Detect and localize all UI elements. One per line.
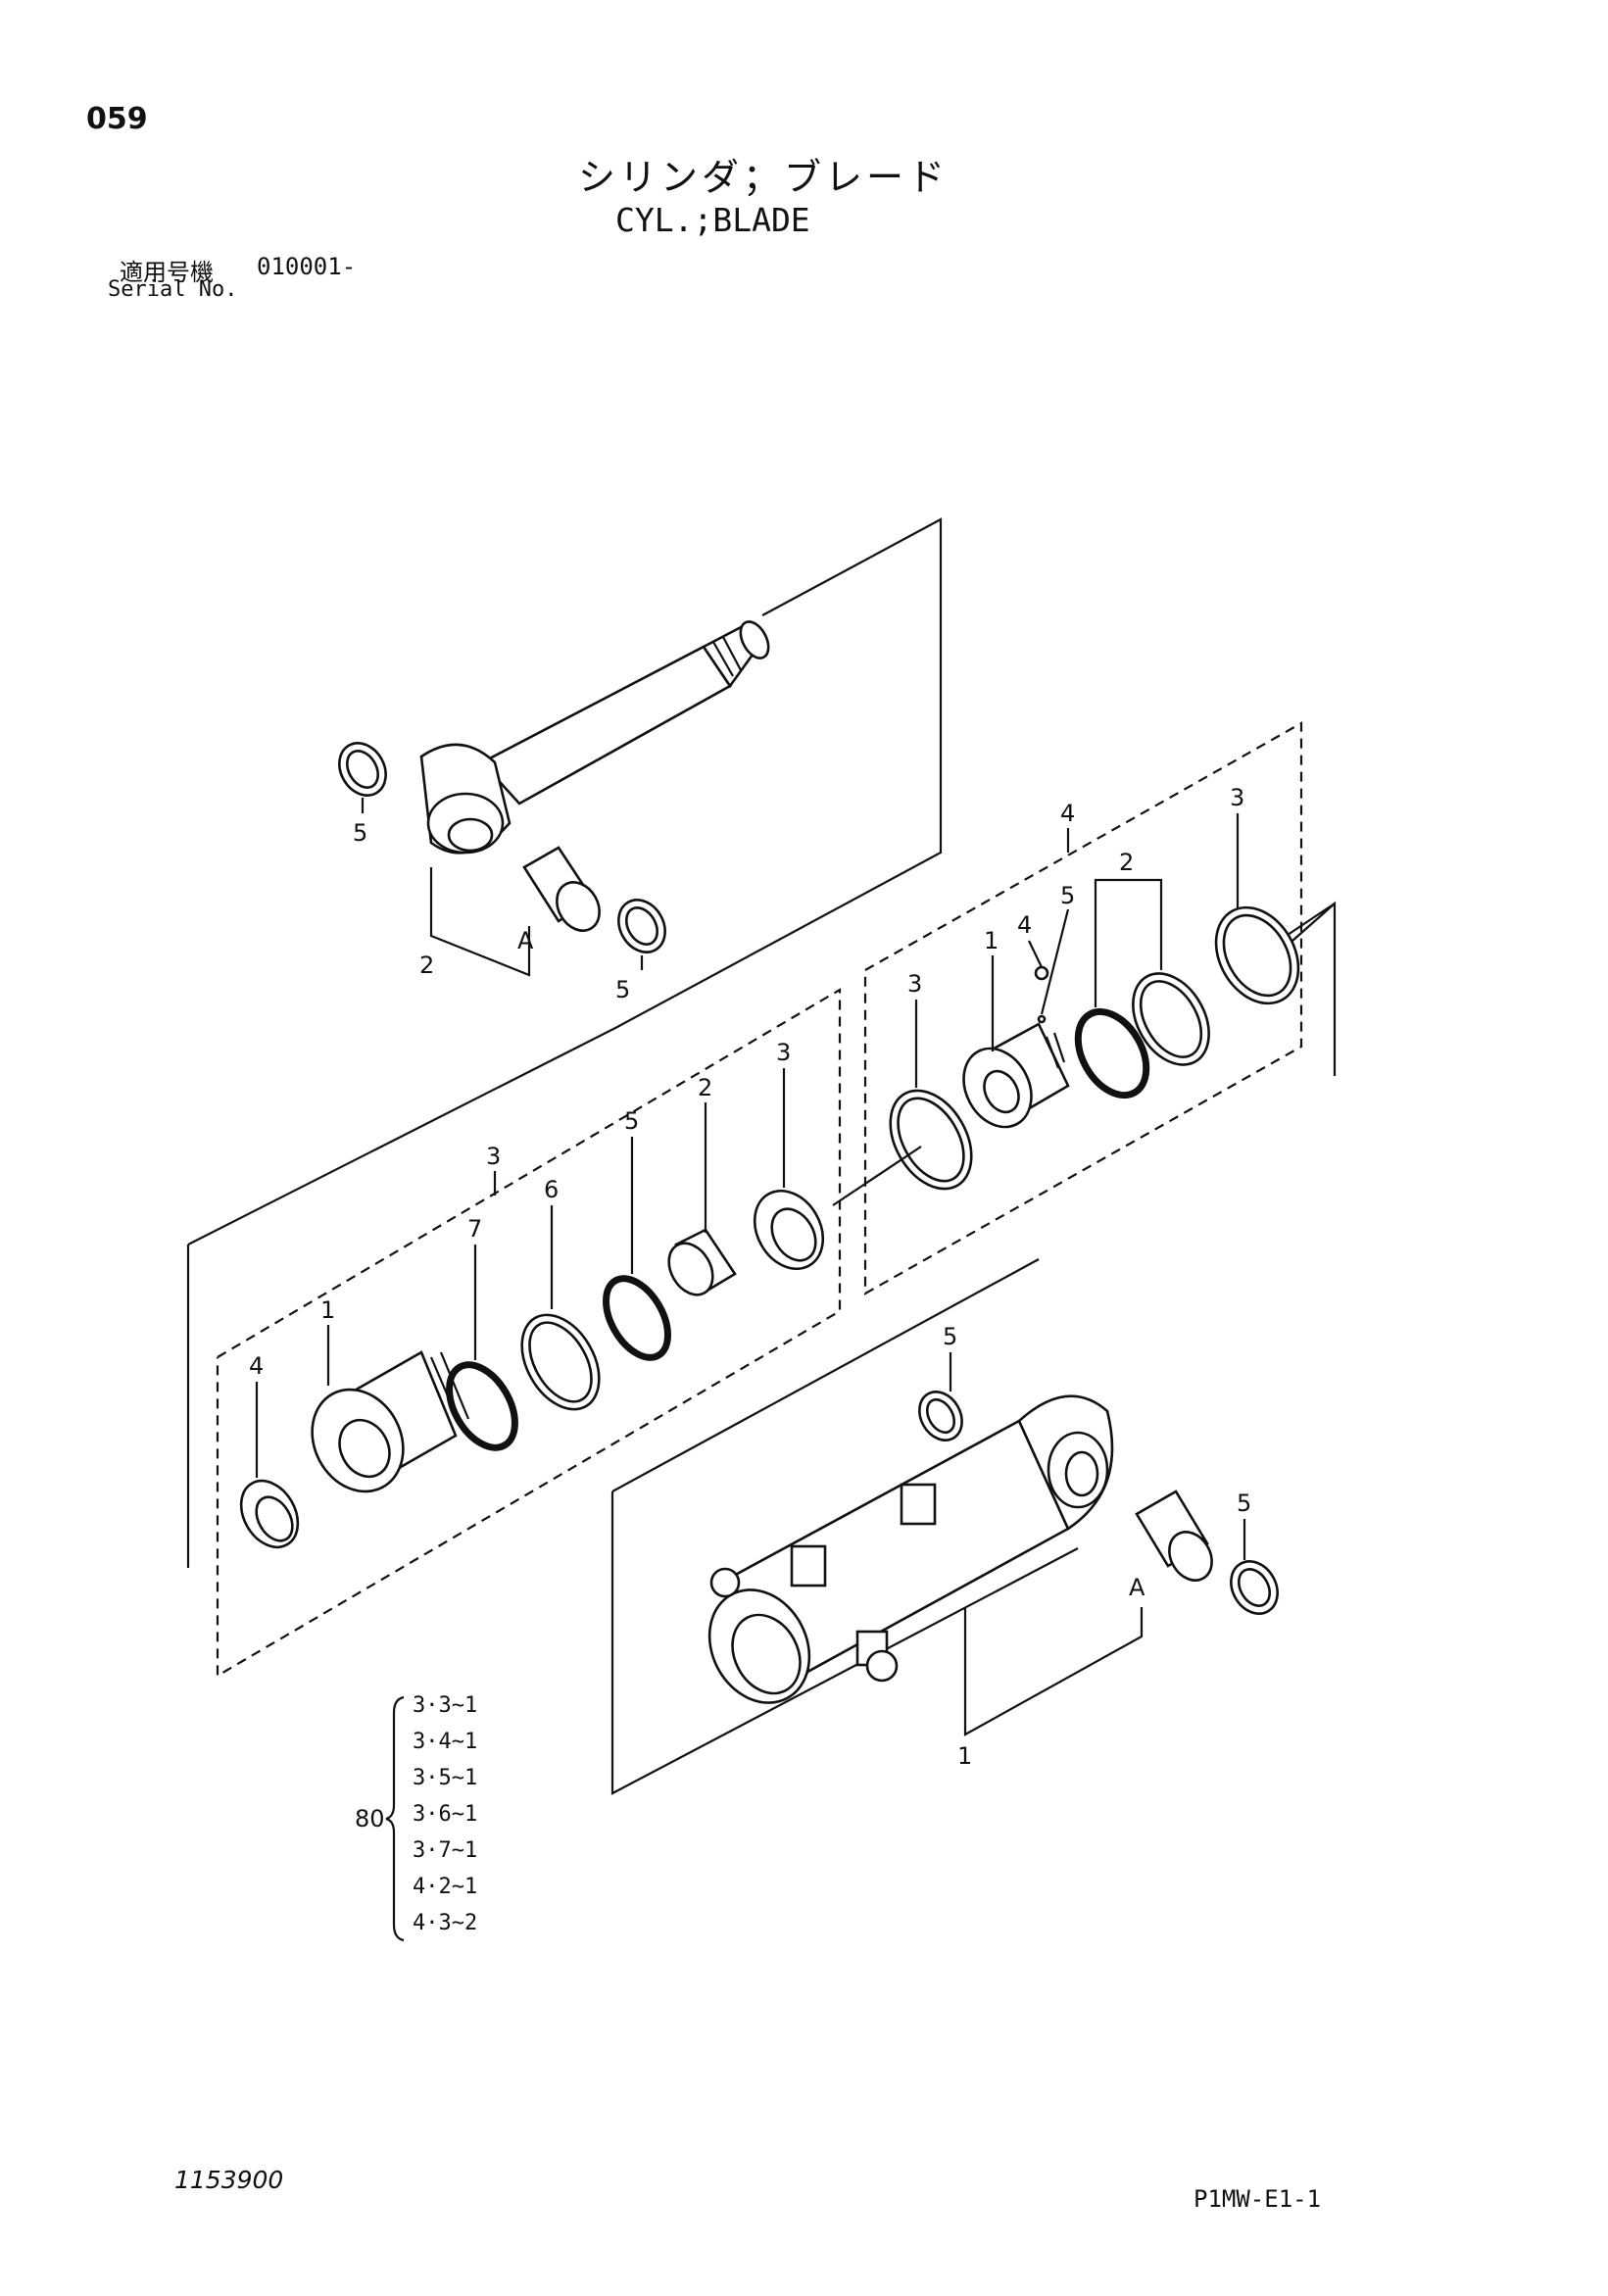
tube-bushing-end xyxy=(1168,1531,1213,1582)
sheet-code: P1MW-E1-1 xyxy=(1194,2185,1322,2213)
piston-small-nut xyxy=(1034,965,1049,981)
seal-kit-item: 4·2~1 xyxy=(413,1875,478,1899)
dust-seal xyxy=(239,1479,300,1549)
piston-wear-ring-right-inner xyxy=(1222,913,1292,998)
seal-kit-item: 3·4~1 xyxy=(413,1730,478,1754)
seal-kit-item: 4·3~2 xyxy=(413,1911,478,1935)
tube-seal-ring-right-inner xyxy=(1237,1568,1272,1607)
cylinder-head-body xyxy=(311,1350,470,1493)
seal-kit-item: 3·7~1 xyxy=(413,1838,478,1863)
head-oring-small xyxy=(446,1361,518,1451)
head-to-piston-link xyxy=(832,1146,922,1206)
tube-assembly-frame xyxy=(610,1258,1079,1795)
callout-rod-ring-left: 5 xyxy=(353,819,367,847)
seal-kit-item: 3·6~1 xyxy=(413,1802,478,1827)
head-oring xyxy=(603,1275,671,1361)
callout-tube-ring-right: 5 xyxy=(1237,1490,1251,1517)
callout-tube-ring-top: 5 xyxy=(943,1323,957,1350)
callout-piston-small: 4 xyxy=(1017,911,1032,939)
callout-head-oring: 5 xyxy=(624,1107,639,1135)
callout-piston-seal-pair: 2 xyxy=(1119,849,1134,876)
piston-body xyxy=(962,1022,1070,1129)
seal-kit-item: 3·5~1 xyxy=(413,1766,478,1790)
callout-piston-oring: 5 xyxy=(1060,882,1075,909)
serial-label-japanese: 適用号機 xyxy=(120,259,214,286)
callout-piston-body: 1 xyxy=(984,927,999,954)
callout-rod-ring-right: 5 xyxy=(615,976,630,1003)
callout-head-bushing: 2 xyxy=(698,1074,712,1101)
rod-seal-ring-left-inner xyxy=(345,750,380,789)
callout-head-body: 1 xyxy=(320,1296,335,1324)
rod-bushing-end xyxy=(556,881,601,932)
seal-kit-number: 80 xyxy=(355,1805,385,1832)
callout-tube-bushing: A xyxy=(1129,1574,1145,1601)
kit-brace xyxy=(385,1695,405,1942)
serial-number-value: 010001- xyxy=(257,253,357,280)
serial-label-english: Serial No. xyxy=(108,277,238,302)
callout-head-oring2: 7 xyxy=(467,1215,482,1243)
page-number: 059 xyxy=(86,102,148,136)
drawing-number: 1153900 xyxy=(174,2166,284,2194)
head-group-frame xyxy=(216,988,842,1678)
callout-piston-group: 4 xyxy=(1060,800,1075,827)
callout-rod-bushing: A xyxy=(517,927,534,954)
title-english: CYL.;BLADE xyxy=(615,201,810,239)
callout-piston-ring-left: 3 xyxy=(907,970,922,998)
rod-wiper-seal xyxy=(753,1189,825,1271)
piston-small-ball xyxy=(1037,1014,1047,1024)
callout-head-dust: 4 xyxy=(249,1352,264,1380)
piston-rod xyxy=(419,620,770,855)
piston-wear-ring-left-inner xyxy=(897,1097,965,1183)
callout-rod-parts: 2 xyxy=(419,952,434,979)
seal-kit-item: 3·3~1 xyxy=(413,1693,478,1718)
callout-tube-body: 1 xyxy=(957,1742,972,1770)
rod-assembly-frame xyxy=(186,517,943,1568)
piston-oring xyxy=(1074,1007,1150,1099)
head-backup-ring-inner xyxy=(528,1321,593,1403)
callout-head-backup: 6 xyxy=(544,1176,559,1203)
rod-seal-ring-right-inner xyxy=(624,906,659,946)
piston-seal-inner xyxy=(1139,980,1203,1058)
title-japanese: シリンダ；ブレード xyxy=(578,156,950,199)
tube-seal-ring-top-inner xyxy=(925,1397,956,1435)
callout-head-group: 3 xyxy=(486,1143,501,1170)
callout-piston-ring-outer: 3 xyxy=(1230,784,1244,811)
callout-head-wiper: 3 xyxy=(776,1039,791,1066)
head-bushing xyxy=(667,1228,737,1296)
cylinder-tube xyxy=(707,1394,1114,1704)
